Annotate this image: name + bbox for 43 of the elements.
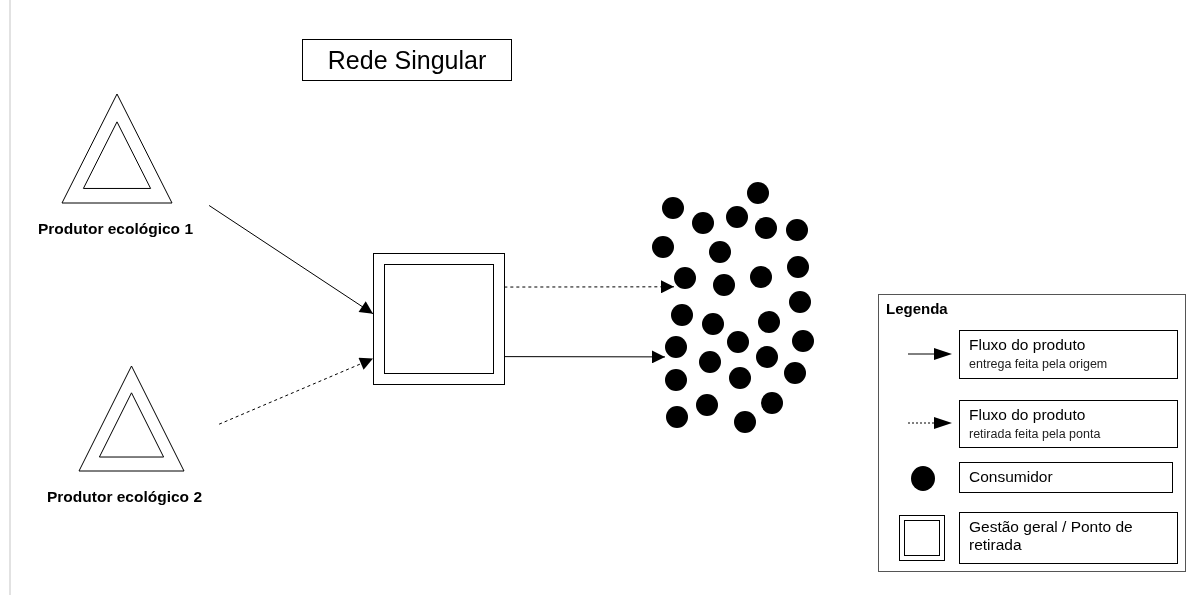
consumer-dot [750,266,772,288]
consumer-dot [702,313,724,335]
consumer-dot [665,369,687,391]
legend-subtext: entrega feita pela origem [969,357,1108,371]
consumer-dot [761,392,783,414]
consumer-dot [699,351,721,373]
consumer-dot [758,311,780,333]
consumer-dot [734,411,756,433]
consumer-dot [786,219,808,241]
legend-text: Consumidor [969,468,1054,486]
consumer-dot [696,394,718,416]
consumer-dot [789,291,811,313]
consumer-dot [787,256,809,278]
arrow [208,205,374,315]
legend-subtext: retirada feita pela ponta [969,427,1101,441]
double-square [373,253,505,385]
node-label: Produtor ecológico 1 [38,220,193,238]
consumer-dot [747,182,769,204]
consumer-dot [784,362,806,384]
legend-heading: Legenda [886,300,948,317]
consumer-dot [692,212,714,234]
node-label: Produtor ecológico 2 [47,488,202,506]
consumer-dot [671,304,693,326]
consumer-dot [652,236,674,258]
consumer-dot [662,197,684,219]
consumer-dot [666,406,688,428]
consumer-dot [792,330,814,352]
consumer-dot [756,346,778,368]
legend-text: Fluxo do produto [969,406,1087,424]
arrow [218,357,374,425]
arrow [503,280,675,294]
consumer-dot [674,267,696,289]
legend-text: Fluxo do produto [969,336,1087,354]
consumer-dot [665,336,687,358]
consumer-dot [713,274,735,296]
title-box: Rede Singular [302,39,512,81]
arrow [503,350,666,364]
consumer-dot [726,206,748,228]
consumer-dot [755,217,777,239]
legend-text: Gestão geral / Ponto de retirada [969,518,1134,554]
consumer-dot [727,331,749,353]
consumer-dot [729,367,751,389]
consumer-dot [709,241,731,263]
